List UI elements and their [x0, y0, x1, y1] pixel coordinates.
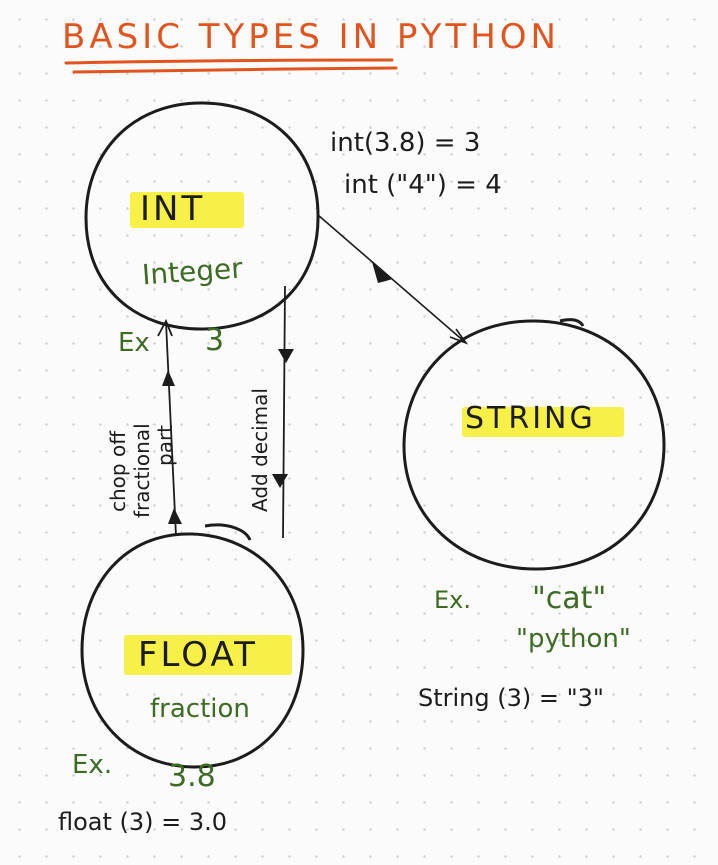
edge-int-to-float-midarrow-2 [272, 474, 288, 488]
float-description: fraction [150, 694, 250, 724]
edge-int-to-float [282, 285, 286, 539]
int-description: Integer [140, 251, 244, 292]
title-underline-2 [72, 66, 398, 74]
title-underline-1 [64, 58, 394, 65]
edge-int-to-float-midarrow-1 [278, 349, 294, 363]
int-label: INT [140, 189, 206, 229]
int-conversion-1: int(3.8) = 3 [330, 128, 481, 158]
edge-float-to-int [165, 321, 177, 537]
string-label: STRING [465, 401, 596, 436]
edge-label-fractional: fractional [130, 423, 154, 518]
int-example-value: 3 [205, 323, 225, 358]
float-highlight [124, 635, 292, 675]
edge-int-to-string-midarrow [372, 262, 393, 283]
float-example-value: 3.8 [168, 759, 216, 794]
edge-label-add-decimal: Add decimal [248, 388, 272, 512]
edge-label-chop-off: chop off [106, 431, 130, 512]
edge-float-to-int-arrowhead [157, 318, 173, 337]
edge-int-to-string-arrowhead [449, 328, 469, 345]
string-example-1: "cat" [532, 581, 607, 616]
string-conversion: String (3) = "3" [418, 684, 604, 712]
string-circle [402, 318, 666, 571]
int-highlight [130, 192, 244, 228]
float-conversion: float (3) = 3.0 [58, 808, 228, 836]
int-example-prefix: Ex [118, 328, 150, 358]
string-example-prefix: Ex. [434, 586, 471, 614]
edge-float-to-int-midarrow-1 [162, 370, 175, 386]
int-conversion-2: int ("4") = 4 [344, 170, 502, 200]
float-circle [80, 523, 305, 769]
edge-float-to-int-midarrow-2 [168, 508, 182, 524]
float-label: FLOAT [138, 635, 258, 675]
float-example-prefix: Ex. [72, 750, 113, 780]
string-highlight [462, 407, 624, 437]
string-example-2: "python" [516, 624, 631, 654]
edge-label-part: part [153, 424, 177, 466]
page-title: BASIC TYPES IN PYTHON [62, 17, 560, 57]
int-circle [84, 101, 320, 331]
